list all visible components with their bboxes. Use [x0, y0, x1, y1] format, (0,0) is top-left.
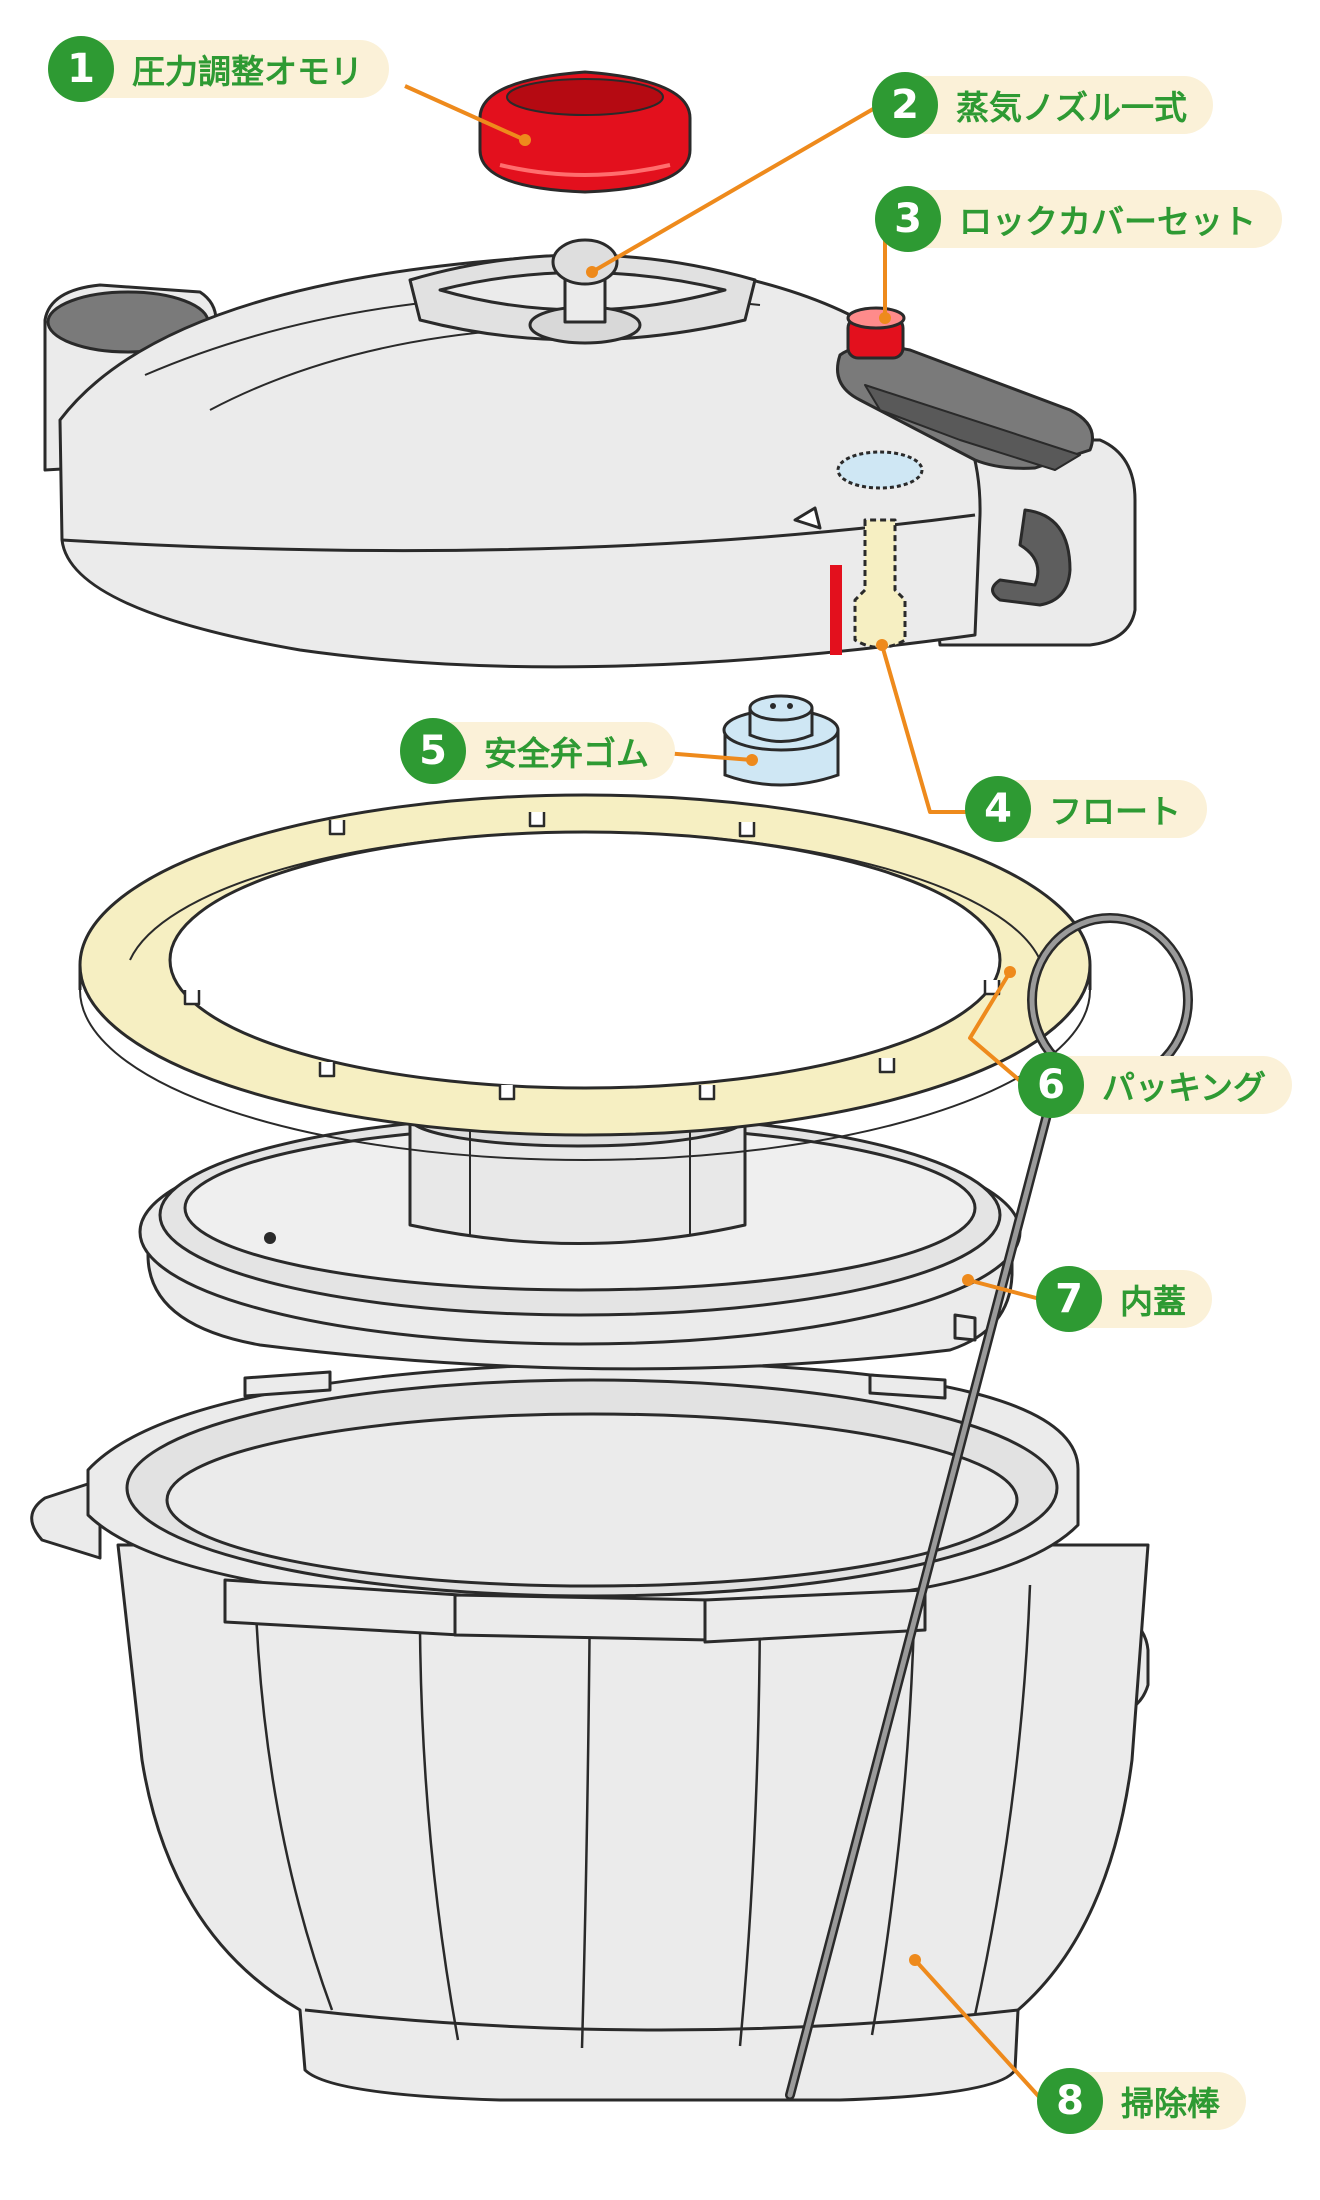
pot-body: [30, 1360, 1150, 2102]
part-number-badge: 8: [1037, 2068, 1103, 2134]
part-number-badge: 7: [1036, 1266, 1102, 1332]
part-number-badge: 1: [48, 36, 114, 102]
part-number-badge: 5: [400, 718, 466, 784]
part-number-badge: 2: [872, 72, 938, 138]
leader-3-dot: [879, 312, 891, 324]
part-label: 圧力調整オモリ: [70, 40, 389, 98]
gasket: [78, 793, 1092, 1161]
part-label: 蒸気ノズル一式: [894, 76, 1213, 134]
leader-2-dot: [586, 266, 598, 278]
leader-4: [880, 644, 970, 814]
leader-1: [404, 84, 526, 142]
part-number-badge: 4: [965, 776, 1031, 842]
leader-6: [968, 970, 1027, 1087]
part-number-badge: 6: [1018, 1052, 1084, 1118]
part-label: ロックカバーセット: [897, 190, 1282, 248]
safety-valve-rubber-icon: [722, 694, 840, 787]
leader-2: [590, 103, 882, 274]
leader-1-dot: [519, 134, 531, 146]
part-number-badge: 3: [875, 186, 941, 252]
leader-7: [967, 1278, 1041, 1301]
weight-icon: [478, 70, 692, 194]
leader-8: [913, 1958, 1044, 2102]
inner-lid: [138, 1088, 1022, 1371]
leader-6-dot: [1004, 966, 1016, 978]
leader-7-dot: [962, 1274, 974, 1286]
leader-4-dot: [876, 639, 888, 651]
leader-5-dot: [746, 754, 758, 766]
leader-8-dot: [909, 1954, 921, 1966]
main-lid: [43, 238, 1137, 669]
part-label: 安全弁ゴム: [422, 722, 675, 780]
